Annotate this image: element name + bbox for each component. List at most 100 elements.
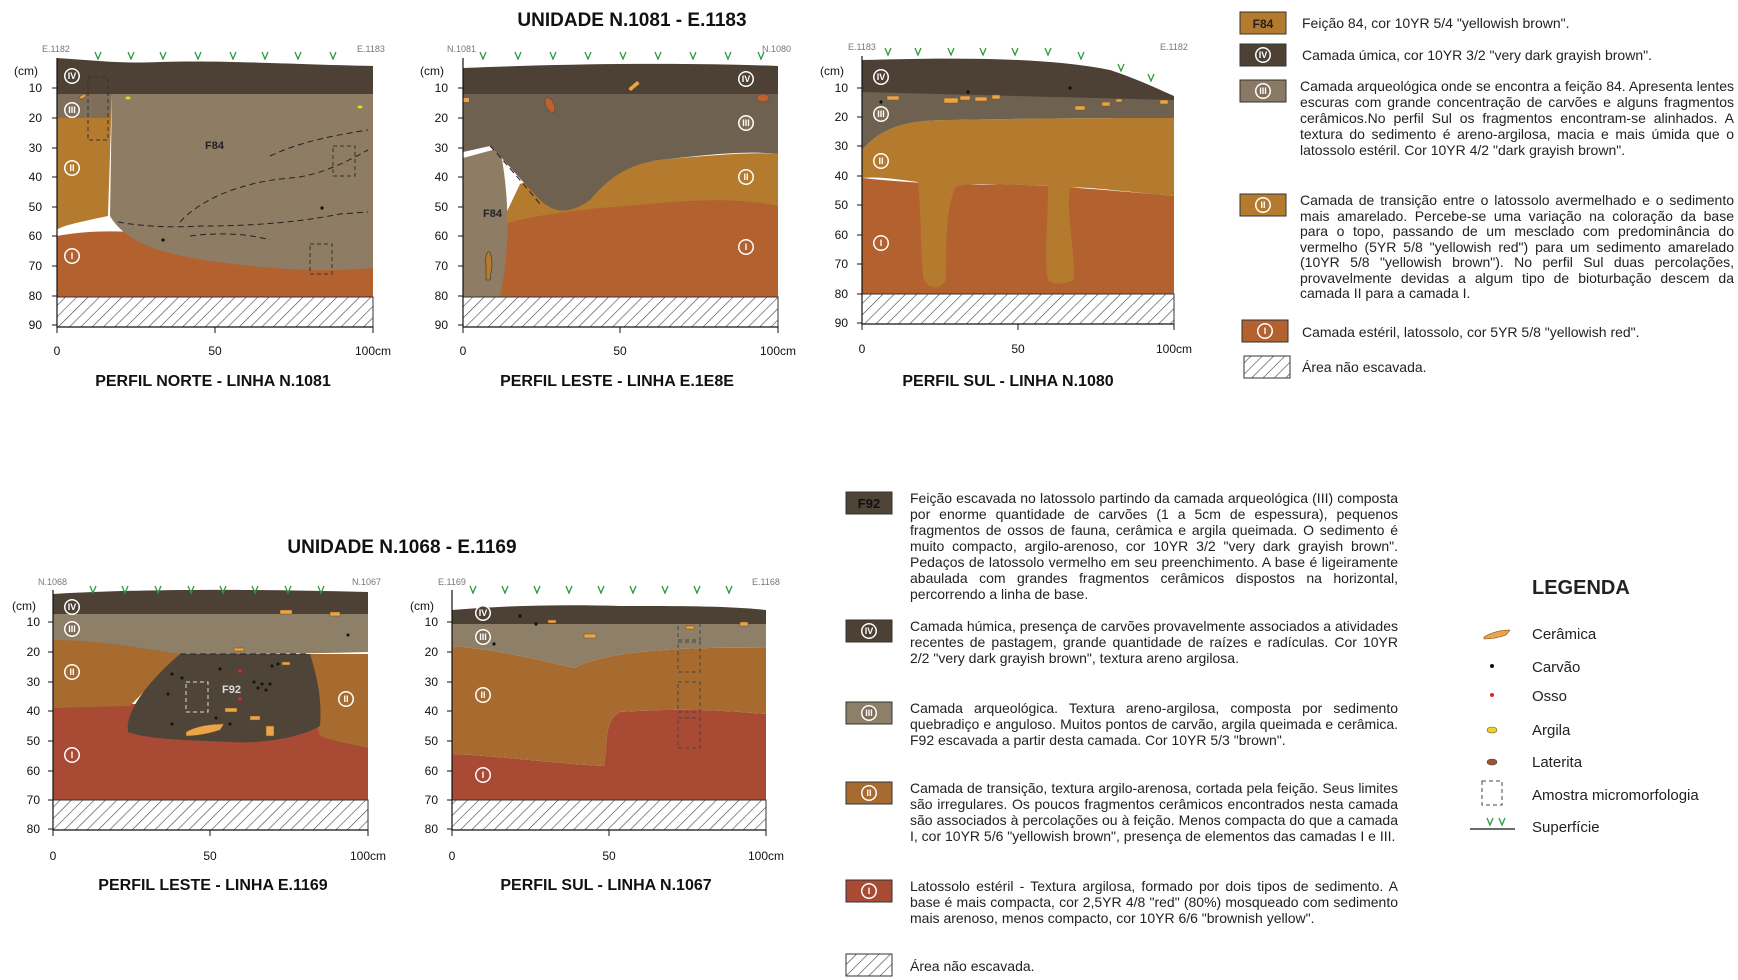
svg-text:50: 50 <box>27 734 41 748</box>
surface-marks <box>94 47 1155 83</box>
svg-text:20: 20 <box>27 645 41 659</box>
label-IV: IV <box>475 605 491 621</box>
legend-title: LEGENDA <box>1532 577 1630 599</box>
feature-label: F84 <box>483 208 503 220</box>
svg-text:30: 30 <box>425 675 439 689</box>
unit-label: (cm) <box>410 599 434 613</box>
profile-title: PERFIL SUL - LINHA N.1067 <box>500 877 711 894</box>
svg-text:0: 0 <box>54 344 61 358</box>
profile-left-label: E.1182 <box>42 44 70 54</box>
legend-hatch-text: Área não escavada. <box>1302 359 1427 375</box>
svg-text:100cm: 100cm <box>760 344 796 358</box>
svg-text:III: III <box>68 624 76 634</box>
svg-text:80: 80 <box>435 289 449 303</box>
unexcavated-area <box>451 799 767 831</box>
svg-text:90: 90 <box>835 316 849 330</box>
label-IV: IV <box>738 71 754 87</box>
svg-text:40: 40 <box>29 170 43 184</box>
svg-text:10: 10 <box>425 615 439 629</box>
svg-text:I: I <box>868 886 871 896</box>
svg-text:IV: IV <box>68 602 77 612</box>
svg-text:20: 20 <box>29 111 43 125</box>
svg-text:80: 80 <box>29 289 43 303</box>
svg-text:I: I <box>1264 326 1267 336</box>
legend-ii-text: Camada de transição, textura argilo-aren… <box>910 780 1398 844</box>
profile-left-label: N.1081 <box>447 44 476 54</box>
svg-text:20: 20 <box>835 110 849 124</box>
svg-text:0: 0 <box>50 849 57 863</box>
feature-F84 <box>110 92 373 271</box>
label-III: III <box>475 629 491 645</box>
svg-text:30: 30 <box>835 139 849 153</box>
legend-iii-text: Camada arqueológica. Textura areno-argil… <box>910 700 1398 748</box>
charcoal-icon <box>1490 664 1494 668</box>
feature-F84 <box>463 148 508 297</box>
label-III: III <box>64 102 80 118</box>
legend-charcoal-label: Carvão <box>1532 659 1580 676</box>
svg-text:70: 70 <box>29 259 43 273</box>
svg-text:10: 10 <box>27 615 41 629</box>
legend-f92-text: Feição escavada no latossolo partindo da… <box>910 490 1398 602</box>
symbol-legend: LEGENDA Cerâmica Carvão Osso Argila Late… <box>1470 577 1699 836</box>
svg-text:40: 40 <box>835 169 849 183</box>
svg-text:90: 90 <box>29 318 43 332</box>
svg-text:III: III <box>68 105 76 115</box>
svg-text:50: 50 <box>29 200 43 214</box>
svg-text:IV: IV <box>877 72 886 82</box>
layer-III <box>452 622 766 668</box>
label-IV: IV <box>64 599 80 615</box>
layer-IV <box>57 58 373 94</box>
svg-text:II: II <box>343 694 348 704</box>
svg-text:III: III <box>877 109 885 119</box>
svg-text:I: I <box>71 251 74 261</box>
svg-text:I: I <box>71 750 74 760</box>
svg-text:IV: IV <box>1259 50 1268 60</box>
layer-II-right <box>308 654 368 748</box>
svg-text:60: 60 <box>27 764 41 778</box>
label-I: I <box>738 239 754 255</box>
layer-II <box>862 118 1174 288</box>
layer-IV <box>53 589 368 614</box>
unit-label: (cm) <box>420 64 444 78</box>
svg-text:100cm: 100cm <box>748 849 784 863</box>
profile-left-label: E.1183 <box>848 42 876 52</box>
svg-text:50: 50 <box>835 198 849 212</box>
label-I: I <box>64 248 80 264</box>
svg-text:III: III <box>479 632 487 642</box>
profile-right-label: E.1168 <box>752 577 780 587</box>
svg-text:50: 50 <box>613 344 627 358</box>
layer-I <box>862 178 1174 294</box>
svg-text:III: III <box>865 708 873 718</box>
bottom-legend: F92 Feição escavada no latossolo partind… <box>845 490 1398 977</box>
legend-hatch-text: Área não escavada. <box>910 958 1035 974</box>
svg-text:I: I <box>745 242 748 252</box>
label-IV: IV <box>873 69 889 85</box>
svg-text:10: 10 <box>435 81 449 95</box>
layer-III <box>862 90 1174 150</box>
svg-text:50: 50 <box>1011 342 1025 356</box>
svg-text:II: II <box>69 163 74 173</box>
unexcavated-area <box>861 293 1175 325</box>
svg-text:30: 30 <box>27 675 41 689</box>
top-legend: F84 Feição 84, cor 10YR 5/4 "yellowish b… <box>1239 11 1734 379</box>
top-unit-title: UNIDADE N.1081 - E.1183 <box>517 10 746 31</box>
laterite-icon <box>1486 758 1498 766</box>
profile-leste: N.1081 N.1080 (cm) F84 IV III II I 10 20… <box>420 44 796 390</box>
label-II-right: II <box>338 691 354 707</box>
svg-text:60: 60 <box>435 229 449 243</box>
svg-text:II: II <box>480 690 485 700</box>
layer-IV <box>463 63 778 94</box>
layer-III <box>463 92 778 211</box>
legend-ceramic-label: Cerâmica <box>1532 626 1597 643</box>
profile-leste-1169: N.1068 N.1067 (cm) F92 IV III II II I 10… <box>12 577 386 894</box>
svg-text:III: III <box>742 118 750 128</box>
svg-text:100cm: 100cm <box>355 344 391 358</box>
svg-text:70: 70 <box>835 257 849 271</box>
profile-norte: E.1182 E.1183 (cm) F84 IV III II I 1 <box>14 44 391 390</box>
svg-text:60: 60 <box>425 764 439 778</box>
svg-text:50: 50 <box>203 849 217 863</box>
legend-bone-label: Osso <box>1532 688 1567 705</box>
label-II: II <box>475 687 491 703</box>
svg-text:II: II <box>69 667 74 677</box>
